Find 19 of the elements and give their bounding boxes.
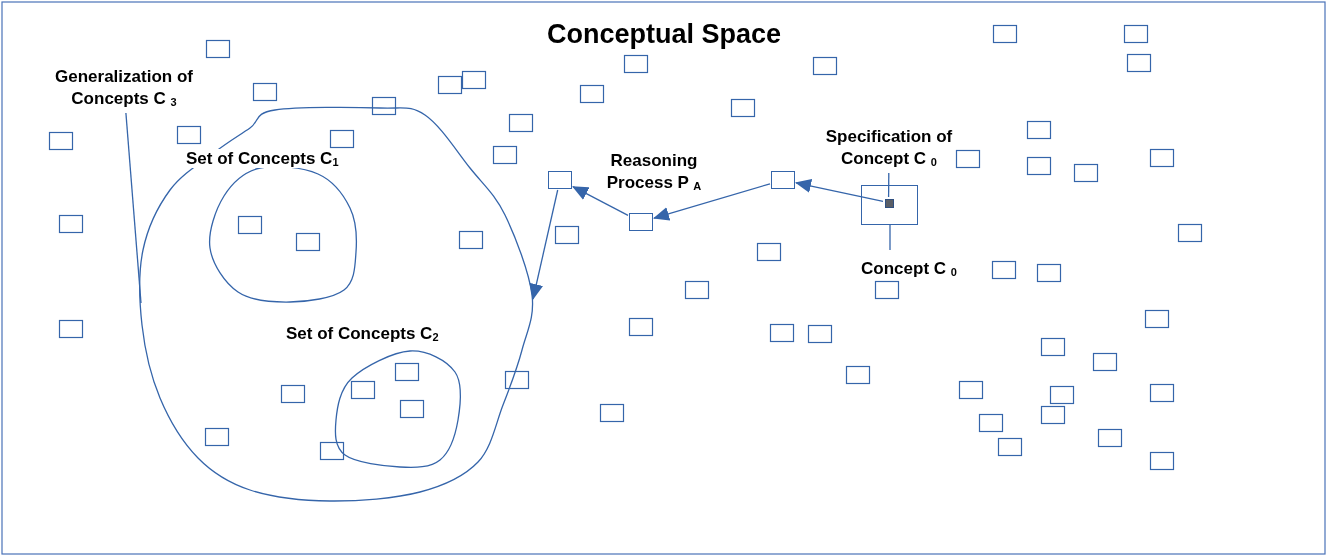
arrow: [653, 183, 771, 221]
arrow: [795, 179, 884, 202]
diagram-title: Conceptual Space: [546, 19, 782, 49]
leader-line: [125, 112, 142, 304]
arrow: [529, 189, 559, 300]
leader-line: [887, 172, 890, 198]
concept-box: [548, 171, 572, 189]
process-label: Reasoning Process P $_{A}$: [605, 150, 703, 194]
callout-label: Generalization of Concepts C $_{3}$: [34, 66, 214, 112]
concept-box: [629, 213, 653, 231]
leader-line: [889, 224, 891, 251]
set-label: Set of Concepts C$_{1}$: [186, 149, 339, 168]
set-label: Set of Concepts C$_{2}$: [286, 324, 439, 343]
callout-label: Specification of Concept C $_{0}$: [805, 126, 973, 172]
concept-box: [771, 171, 795, 189]
point-marker: [885, 199, 894, 208]
concept-box: [861, 185, 918, 225]
callout-label: Concept C $_{0}$: [834, 258, 984, 280]
arrow: [572, 186, 629, 216]
